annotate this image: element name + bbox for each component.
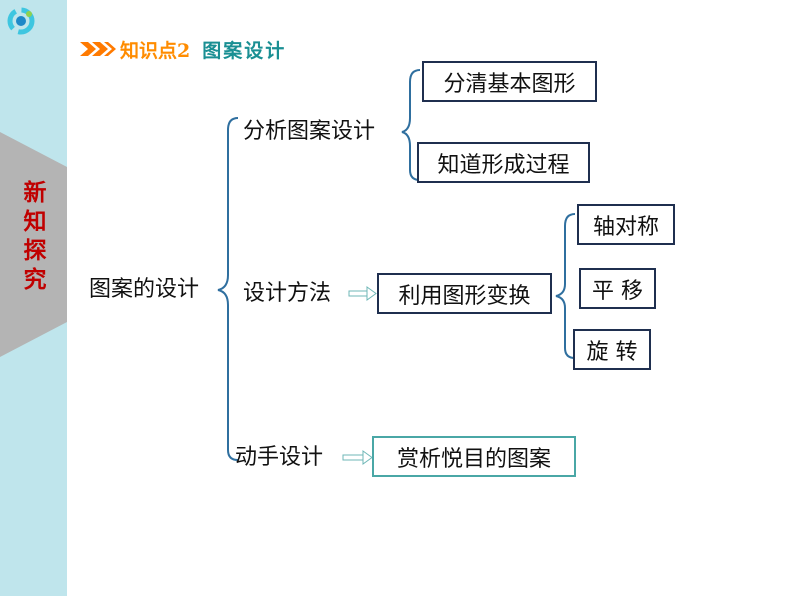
root-node: 图案的设计 (89, 277, 200, 302)
section-tab (0, 132, 67, 357)
branch3-label: 动手设计 (235, 445, 324, 470)
branch1-brace (401, 69, 421, 181)
section-title-char: 新 (23, 179, 47, 206)
branch1-label: 分析图案设计 (243, 119, 376, 144)
section-title-char: 知 (23, 208, 47, 235)
appreciate-box: 赏析悦目的图案 (372, 436, 576, 477)
branch2-label: 设计方法 (243, 281, 332, 306)
branch1-child-box: 知道形成过程 (417, 142, 590, 183)
slide-title: 图案设计 (202, 39, 287, 62)
transform-box: 利用图形变换 (377, 273, 552, 314)
symmetry-box: 轴对称 (577, 204, 675, 245)
double-chevron-right-icon (80, 42, 116, 56)
section-title: 新 知 探 究 (20, 178, 50, 294)
root-brace (217, 117, 239, 461)
rotation-box: 旋 转 (573, 329, 651, 370)
branch1-child-box: 分清基本图形 (422, 61, 597, 102)
arrow-to-appreciate-box (342, 450, 373, 465)
sidebar: 新 知 探 究 (0, 0, 67, 596)
section-title-char: 究 (23, 266, 47, 293)
arrow-to-transform-box (348, 286, 377, 301)
branch2-brace (555, 213, 576, 359)
translation-box: 平 移 (579, 268, 656, 309)
slide-header: 知识点2 图案设计 (80, 34, 286, 64)
knowledge-point-label: 知识点2 (120, 39, 191, 62)
rainbow-circle-logo (7, 7, 35, 35)
section-title-char: 探 (23, 237, 47, 264)
